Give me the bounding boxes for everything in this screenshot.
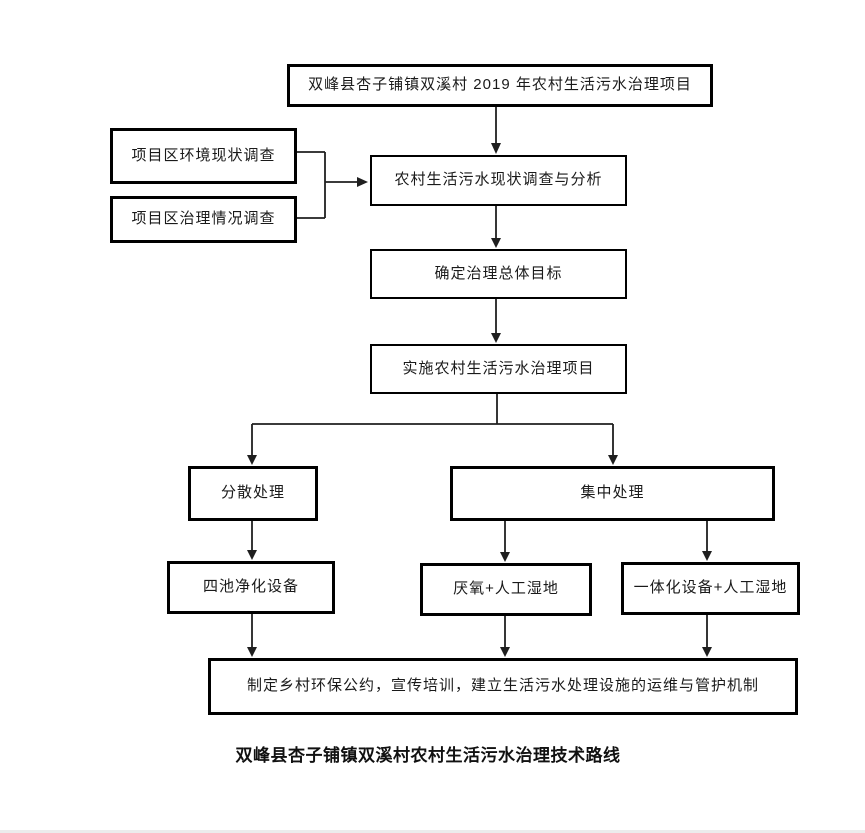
node-four-pond-equipment: 四池净化设备: [167, 561, 335, 614]
node-overall-goal-label: 确定治理总体目标: [434, 264, 563, 282]
connector-centralized-to-anaerobic: [500, 521, 510, 562]
connector-fourpond-to-mechanism: [247, 614, 257, 657]
connector-surveys-to-analysis: [297, 151, 368, 219]
node-project-title-label: 双峰县杏子铺镇双溪村 2019 年农村生活污水治理项目: [308, 76, 692, 94]
connector-analysis-to-goal: [491, 206, 501, 248]
node-implement-project-label: 实施农村生活污水治理项目: [402, 359, 595, 377]
node-centralized-treatment: 集中处理: [450, 466, 775, 521]
connector-integrated-to-mechanism: [702, 615, 712, 657]
connector-implement-split: [247, 394, 618, 465]
node-integrated-wetland-label: 一体化设备+人工湿地: [633, 579, 788, 597]
node-centralized-treatment-label: 集中处理: [580, 484, 645, 502]
connector-anaerobic-to-mechanism: [500, 616, 510, 657]
node-maintenance-mechanism: 制定乡村环保公约，宣传培训，建立生活污水处理设施的运维与管护机制: [208, 658, 798, 715]
node-four-pond-equipment-label: 四池净化设备: [202, 578, 299, 596]
node-status-analysis-label: 农村生活污水现状调查与分析: [394, 171, 603, 189]
node-treatment-survey-label: 项目区治理情况调查: [131, 210, 276, 228]
figure-caption: 双峰县杏子铺镇双溪村农村生活污水治理技术路线: [235, 746, 621, 765]
node-treatment-survey: 项目区治理情况调查: [110, 196, 297, 243]
node-implement-project: 实施农村生活污水治理项目: [370, 344, 627, 394]
connector-title-to-analysis: [491, 107, 501, 154]
node-dispersed-treatment-label: 分散处理: [220, 484, 285, 502]
connector-goal-to-implement: [491, 299, 501, 343]
node-integrated-wetland: 一体化设备+人工湿地: [621, 562, 800, 615]
node-env-survey: 项目区环境现状调查: [110, 128, 297, 184]
node-dispersed-treatment: 分散处理: [188, 466, 318, 521]
node-maintenance-mechanism-label: 制定乡村环保公约，宣传培训，建立生活污水处理设施的运维与管护机制: [246, 677, 759, 695]
node-anaerobic-wetland-label: 厌氧+人工湿地: [453, 580, 559, 598]
connector-dispersed-to-fourpond: [247, 521, 257, 560]
node-anaerobic-wetland: 厌氧+人工湿地: [420, 563, 592, 616]
connector-centralized-to-integrated: [702, 521, 712, 561]
node-env-survey-label: 项目区环境现状调查: [131, 146, 276, 164]
node-status-analysis: 农村生活污水现状调查与分析: [370, 155, 627, 206]
page-edge-divider: [0, 830, 865, 833]
node-overall-goal: 确定治理总体目标: [370, 249, 627, 299]
node-project-title: 双峰县杏子铺镇双溪村 2019 年农村生活污水治理项目: [287, 64, 713, 107]
